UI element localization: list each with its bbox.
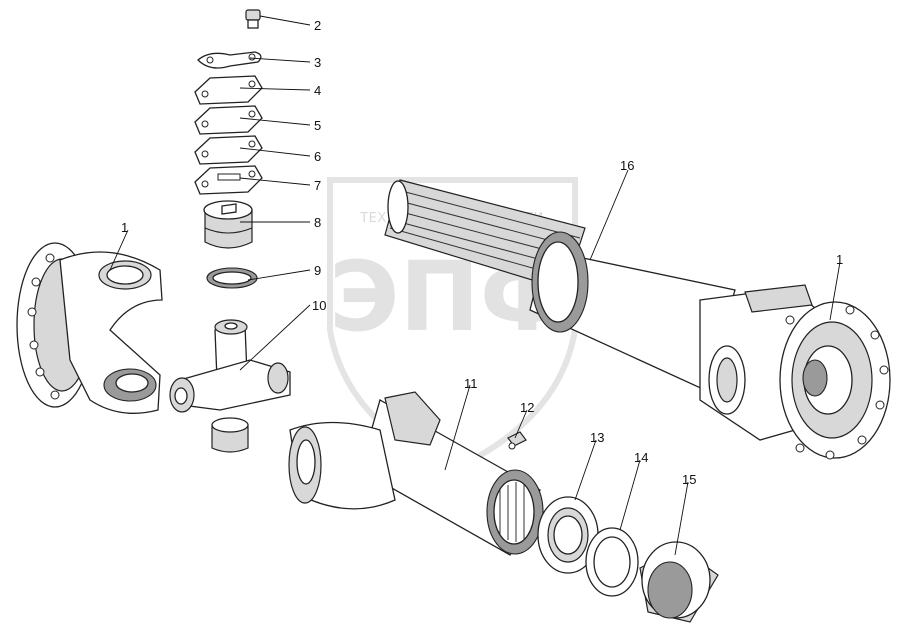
callout-8: 8 (314, 215, 321, 230)
seal-ring (206, 267, 258, 289)
callout-12: 12 (520, 400, 534, 415)
callout-14: 14 (634, 450, 648, 465)
gasket-6 (194, 135, 263, 165)
bearing-cup (203, 200, 253, 249)
splined-shaft-tube (384, 179, 736, 391)
callout-3: 3 (314, 55, 321, 70)
callout-5: 5 (314, 118, 321, 133)
seal-washer (537, 496, 599, 574)
flange-yoke-left (16, 242, 163, 414)
callout-10: 10 (312, 298, 326, 313)
callout-6: 6 (314, 149, 321, 164)
callout-16: 16 (620, 158, 634, 173)
retainer-plate-7 (194, 165, 263, 195)
callout-1-left: 1 (121, 220, 128, 235)
callout-labels: 1 1 2 3 4 5 6 7 8 9 10 11 12 13 14 15 16 (121, 18, 843, 487)
flange-yoke-right (699, 284, 891, 460)
callout-13: 13 (590, 430, 604, 445)
cover-plate-5 (194, 105, 263, 135)
callout-9: 9 (314, 263, 321, 278)
callout-4: 4 (314, 83, 321, 98)
grease-fitting (507, 431, 527, 450)
callout-11: 11 (464, 376, 478, 391)
slip-yoke (288, 391, 544, 556)
cross-spider (169, 319, 291, 453)
leader-lines (109, 15, 841, 556)
callout-2: 2 (314, 18, 321, 33)
cover-plate-4 (194, 75, 263, 105)
callout-15: 15 (682, 472, 696, 487)
callout-7: 7 (314, 178, 321, 193)
dust-sleeve (639, 541, 719, 623)
bolt (245, 9, 261, 29)
retaining-ring (585, 527, 639, 597)
callout-1-right: 1 (836, 252, 843, 267)
lock-plate (197, 51, 262, 69)
